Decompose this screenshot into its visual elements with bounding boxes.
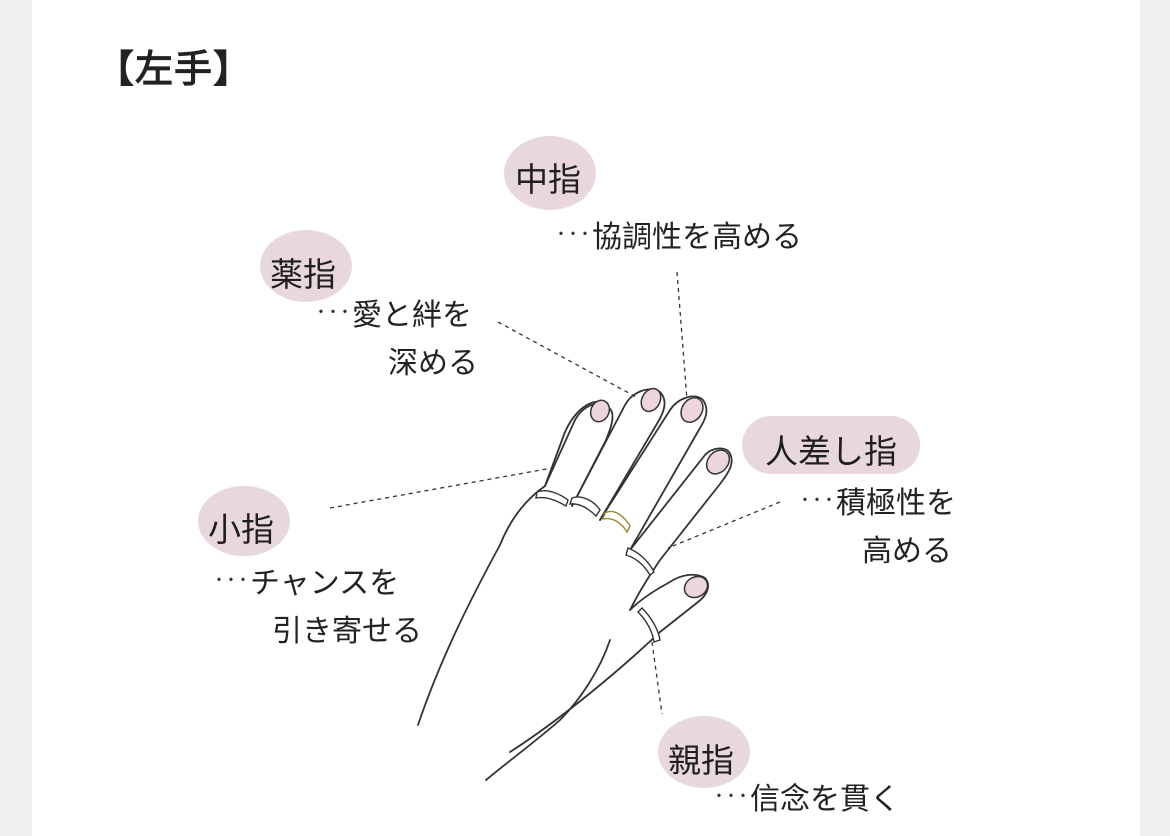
middle-desc-line1: 協調性を高める [592, 220, 802, 255]
thumb-bubble [658, 716, 750, 788]
ring-finger-bubble [260, 230, 352, 302]
middle-finger-description: ･･･協調性を高める [556, 210, 802, 262]
index-desc-line1: 積極性を [836, 486, 956, 521]
wrist-line [485, 639, 611, 781]
page-title: 【左手】 [96, 47, 253, 91]
index-leader-dots: ･･･ [800, 488, 836, 512]
thumb-nail [683, 575, 709, 599]
middle-leader-line [676, 271, 688, 401]
thumb-leader-line [651, 641, 663, 715]
little-nail [589, 399, 611, 423]
little-leader-line [329, 467, 553, 509]
ring-leader-dots: ･･･ [316, 300, 352, 324]
ring-nail [640, 387, 662, 413]
thumb-leader-dots: ･･･ [714, 784, 750, 808]
little-finger-ring [535, 490, 569, 508]
index-desc-line2: 高める [862, 534, 952, 569]
hand-outline [417, 400, 601, 726]
index-finger-description: ･･･積極性を 高める [800, 476, 956, 576]
little-finger-label: 小指 [208, 510, 274, 549]
index-finger-bubble [742, 416, 920, 474]
index-finger-label: 人差し指 [765, 432, 897, 471]
little-desc-line2: 引き寄せる [272, 614, 422, 649]
middle-nail [680, 397, 704, 423]
middle-finger-label: 中指 [515, 160, 581, 199]
middle-finger [599, 395, 708, 551]
index-nail [705, 449, 731, 475]
middle-finger-bubble [504, 136, 596, 210]
thumb-ring [637, 607, 661, 643]
ring-desc-line1: 愛と絆を [352, 298, 472, 333]
thumb-label: 親指 [668, 741, 734, 780]
middle-leader-dots: ･･･ [556, 222, 592, 246]
little-finger-description: ･･･チャンスを 引き寄せる [214, 556, 422, 656]
ring-desc-line2: 深める [388, 346, 478, 381]
index-finger [629, 447, 733, 611]
little-finger [544, 402, 614, 507]
little-desc-line1: チャンスを [250, 566, 400, 601]
middle-finger-ring [601, 510, 631, 534]
little-leader-dots: ･･･ [214, 568, 250, 592]
ring-finger-ring [568, 496, 601, 518]
index-finger-ring [625, 547, 655, 577]
ring-finger-description: ･･･愛と絆を 深める [316, 288, 478, 388]
ring-finger-label: 薬指 [270, 255, 336, 294]
little-finger-bubble [198, 486, 290, 556]
thumb-description: ･･･信念を貫く [714, 772, 900, 824]
index-leader-line [667, 501, 781, 549]
ring-leader-line [497, 321, 639, 399]
thumb-desc-line1: 信念を貫く [750, 782, 900, 817]
